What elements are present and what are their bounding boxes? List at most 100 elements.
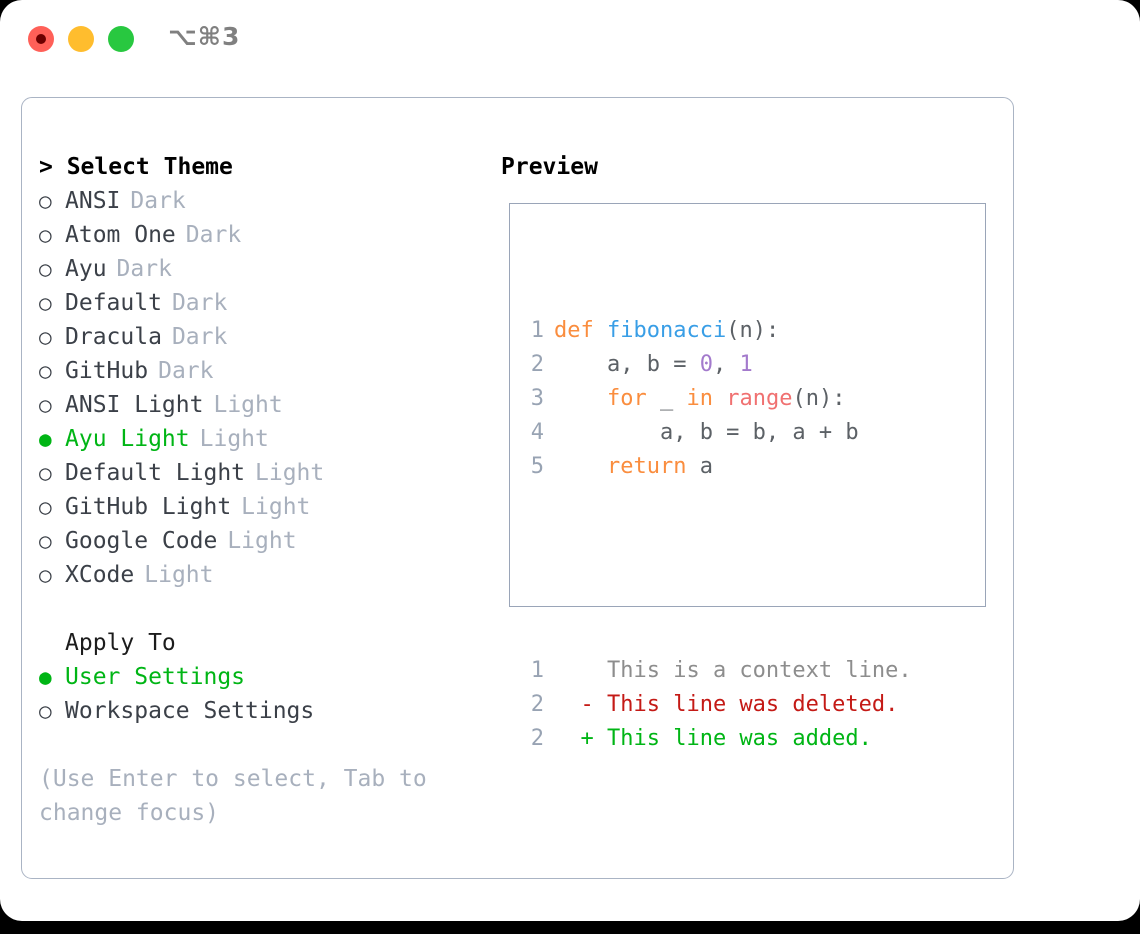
code-token-pl: (n): bbox=[726, 318, 780, 343]
radio-unselected-icon: ○ bbox=[39, 495, 52, 519]
theme-variant-label: Dark bbox=[116, 256, 172, 282]
theme-list-item[interactable]: ○ Default Light Light bbox=[39, 456, 489, 490]
code-token-pl: , bbox=[712, 352, 740, 377]
theme-name-label: Dracula bbox=[65, 324, 162, 350]
radio-unselected-icon: ○ bbox=[39, 563, 52, 587]
radio-unselected-icon: ○ bbox=[39, 699, 52, 723]
theme-name-label: GitHub Light bbox=[65, 494, 232, 520]
title-bar: ⌥⌘3 bbox=[0, 0, 1140, 78]
theme-variant-label: Light bbox=[255, 460, 325, 486]
code-token-pl: a, b = bbox=[554, 352, 700, 377]
theme-list-item[interactable]: ○ Dracula Dark bbox=[39, 320, 489, 354]
apply-to-label: User Settings bbox=[65, 664, 246, 690]
diff-sample: 1 This is a context line.2 - This line w… bbox=[522, 654, 982, 756]
code-token-num: 1 bbox=[739, 352, 753, 377]
code-token-pl bbox=[554, 454, 607, 479]
keyboard-shortcut-label: ⌥⌘3 bbox=[168, 22, 241, 51]
theme-list-item[interactable]: ○ Google Code Light bbox=[39, 524, 489, 558]
theme-variant-label: Light bbox=[144, 562, 214, 588]
code-token-fn: fibonacci bbox=[606, 318, 727, 343]
minimize-button-icon[interactable] bbox=[68, 26, 94, 52]
select-theme-heading: > Select Theme bbox=[39, 154, 233, 180]
theme-variant-label: Dark bbox=[158, 358, 214, 384]
theme-name-label: ANSI Light bbox=[65, 392, 204, 418]
code-line: 2 a, b = 0, 1 bbox=[522, 348, 982, 382]
line-number: 5 bbox=[530, 454, 544, 479]
code-line: 1 def fibonacci(n): bbox=[522, 314, 982, 348]
apply-to-label: Workspace Settings bbox=[65, 698, 315, 724]
line-number: 2 bbox=[530, 352, 544, 377]
apply-to-heading: Apply To bbox=[65, 630, 176, 656]
code-line: 5 return a bbox=[522, 450, 982, 484]
theme-list-item[interactable]: ○ ANSI Light Light bbox=[39, 388, 489, 422]
code-token-pl: a, b = b, a + b bbox=[554, 420, 859, 445]
theme-name-label: GitHub bbox=[65, 358, 149, 384]
line-number: 1 bbox=[530, 318, 544, 343]
diff-line-ctx: 1 This is a context line. bbox=[522, 654, 982, 688]
diff-line-add: 2 + This line was added. bbox=[522, 722, 982, 756]
code-token-kw: in bbox=[686, 386, 713, 411]
theme-variant-label: Light bbox=[213, 392, 283, 418]
diff-line-del: 2 - This line was deleted. bbox=[522, 688, 982, 722]
apply-to-option[interactable]: ● User Settings bbox=[39, 660, 489, 694]
radio-unselected-icon: ○ bbox=[39, 393, 52, 417]
theme-list-item[interactable]: ○ Ayu Dark bbox=[39, 252, 489, 286]
diff-text: This is a context line. bbox=[554, 658, 912, 683]
traffic-lights bbox=[28, 26, 134, 52]
theme-name-label: Default bbox=[65, 290, 162, 316]
theme-variant-label: Light bbox=[199, 426, 269, 452]
theme-variant-label: Dark bbox=[130, 188, 186, 214]
theme-list-item[interactable]: ● Ayu Light Light bbox=[39, 422, 489, 456]
code-token-pl bbox=[554, 386, 607, 411]
code-line: 4 a, b = b, a + b bbox=[522, 416, 982, 450]
apply-to-option[interactable]: ○ Workspace Settings bbox=[39, 694, 489, 728]
line-number: 2 bbox=[530, 726, 544, 751]
theme-variant-label: Dark bbox=[171, 324, 228, 350]
apply-to-options[interactable]: ● User Settings ○ Workspace Settings bbox=[39, 660, 489, 728]
code-token-kw: return bbox=[606, 454, 687, 479]
line-number: 4 bbox=[530, 420, 544, 445]
radio-selected-icon: ● bbox=[39, 665, 52, 689]
keyboard-hint-text: (Use Enter to select, Tab to change focu… bbox=[39, 766, 427, 826]
close-button-icon[interactable] bbox=[28, 26, 54, 52]
radio-unselected-icon: ○ bbox=[39, 257, 52, 281]
radio-unselected-icon: ○ bbox=[39, 461, 52, 485]
theme-name-label: Ayu Light bbox=[65, 426, 190, 452]
line-number: 3 bbox=[530, 386, 544, 411]
radio-unselected-icon: ○ bbox=[39, 325, 52, 349]
radio-unselected-icon: ○ bbox=[39, 529, 52, 553]
code-diff-spacer bbox=[522, 552, 982, 586]
theme-variant-label: Light bbox=[241, 494, 311, 520]
theme-name-label: Default Light bbox=[65, 460, 246, 486]
code-token-num: 0 bbox=[699, 352, 713, 377]
theme-variant-label: Light bbox=[227, 528, 297, 554]
code-token-pl: (n): bbox=[792, 386, 846, 411]
maximize-button-icon[interactable] bbox=[108, 26, 134, 52]
radio-unselected-icon: ○ bbox=[39, 223, 52, 247]
code-token-kw: def bbox=[554, 318, 607, 343]
radio-unselected-icon: ○ bbox=[39, 189, 52, 213]
theme-name-label: Google Code bbox=[65, 528, 218, 554]
radio-unselected-icon: ○ bbox=[39, 291, 52, 315]
theme-name-label: Ayu bbox=[65, 256, 107, 282]
theme-list-item[interactable]: ○ GitHub Light Light bbox=[39, 490, 489, 524]
code-token-pl: _ bbox=[646, 386, 687, 411]
line-number: 1 bbox=[530, 658, 544, 683]
code-token-call: range bbox=[726, 386, 793, 411]
theme-variant-label: Dark bbox=[185, 222, 242, 248]
code-line: 3 for _ in range(n): bbox=[522, 382, 982, 416]
theme-list-item[interactable]: ○ GitHub Dark bbox=[39, 354, 489, 388]
diff-text: + This line was added. bbox=[554, 726, 872, 751]
radio-unselected-icon: ○ bbox=[39, 359, 52, 383]
radio-selected-icon: ● bbox=[39, 427, 52, 451]
